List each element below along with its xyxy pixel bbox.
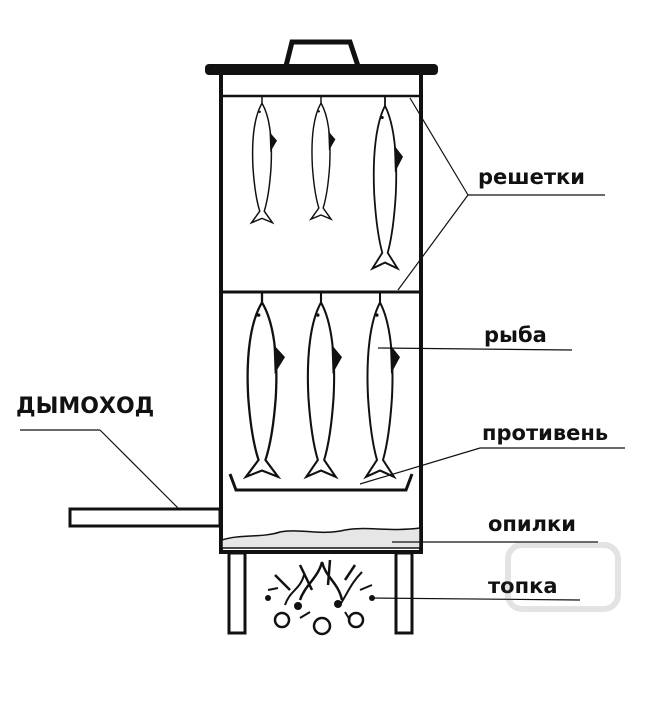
fish-upper-2 bbox=[310, 95, 337, 220]
label-fish: рыба bbox=[484, 323, 547, 347]
label-racks: решетки bbox=[478, 165, 585, 189]
label-chimney: ДЫМОХОД bbox=[16, 394, 154, 419]
leader-lines bbox=[20, 97, 625, 601]
fish-upper-3 bbox=[371, 95, 404, 270]
fish-lower-1 bbox=[244, 290, 287, 478]
label-firebox: топка bbox=[488, 574, 558, 598]
label-sawdust: опилки bbox=[488, 512, 576, 536]
fish-lower-3 bbox=[364, 290, 402, 478]
fire bbox=[265, 559, 375, 636]
chamber bbox=[219, 74, 423, 554]
watermark-logo bbox=[505, 542, 621, 612]
fish-lower-2 bbox=[305, 290, 344, 478]
chimney-pipe bbox=[68, 507, 222, 528]
legs bbox=[227, 551, 414, 635]
fish-upper-1 bbox=[250, 95, 278, 224]
tray bbox=[228, 473, 414, 492]
sawdust-layer bbox=[221, 527, 421, 549]
label-tray: противень bbox=[482, 421, 608, 445]
lid bbox=[205, 39, 438, 75]
